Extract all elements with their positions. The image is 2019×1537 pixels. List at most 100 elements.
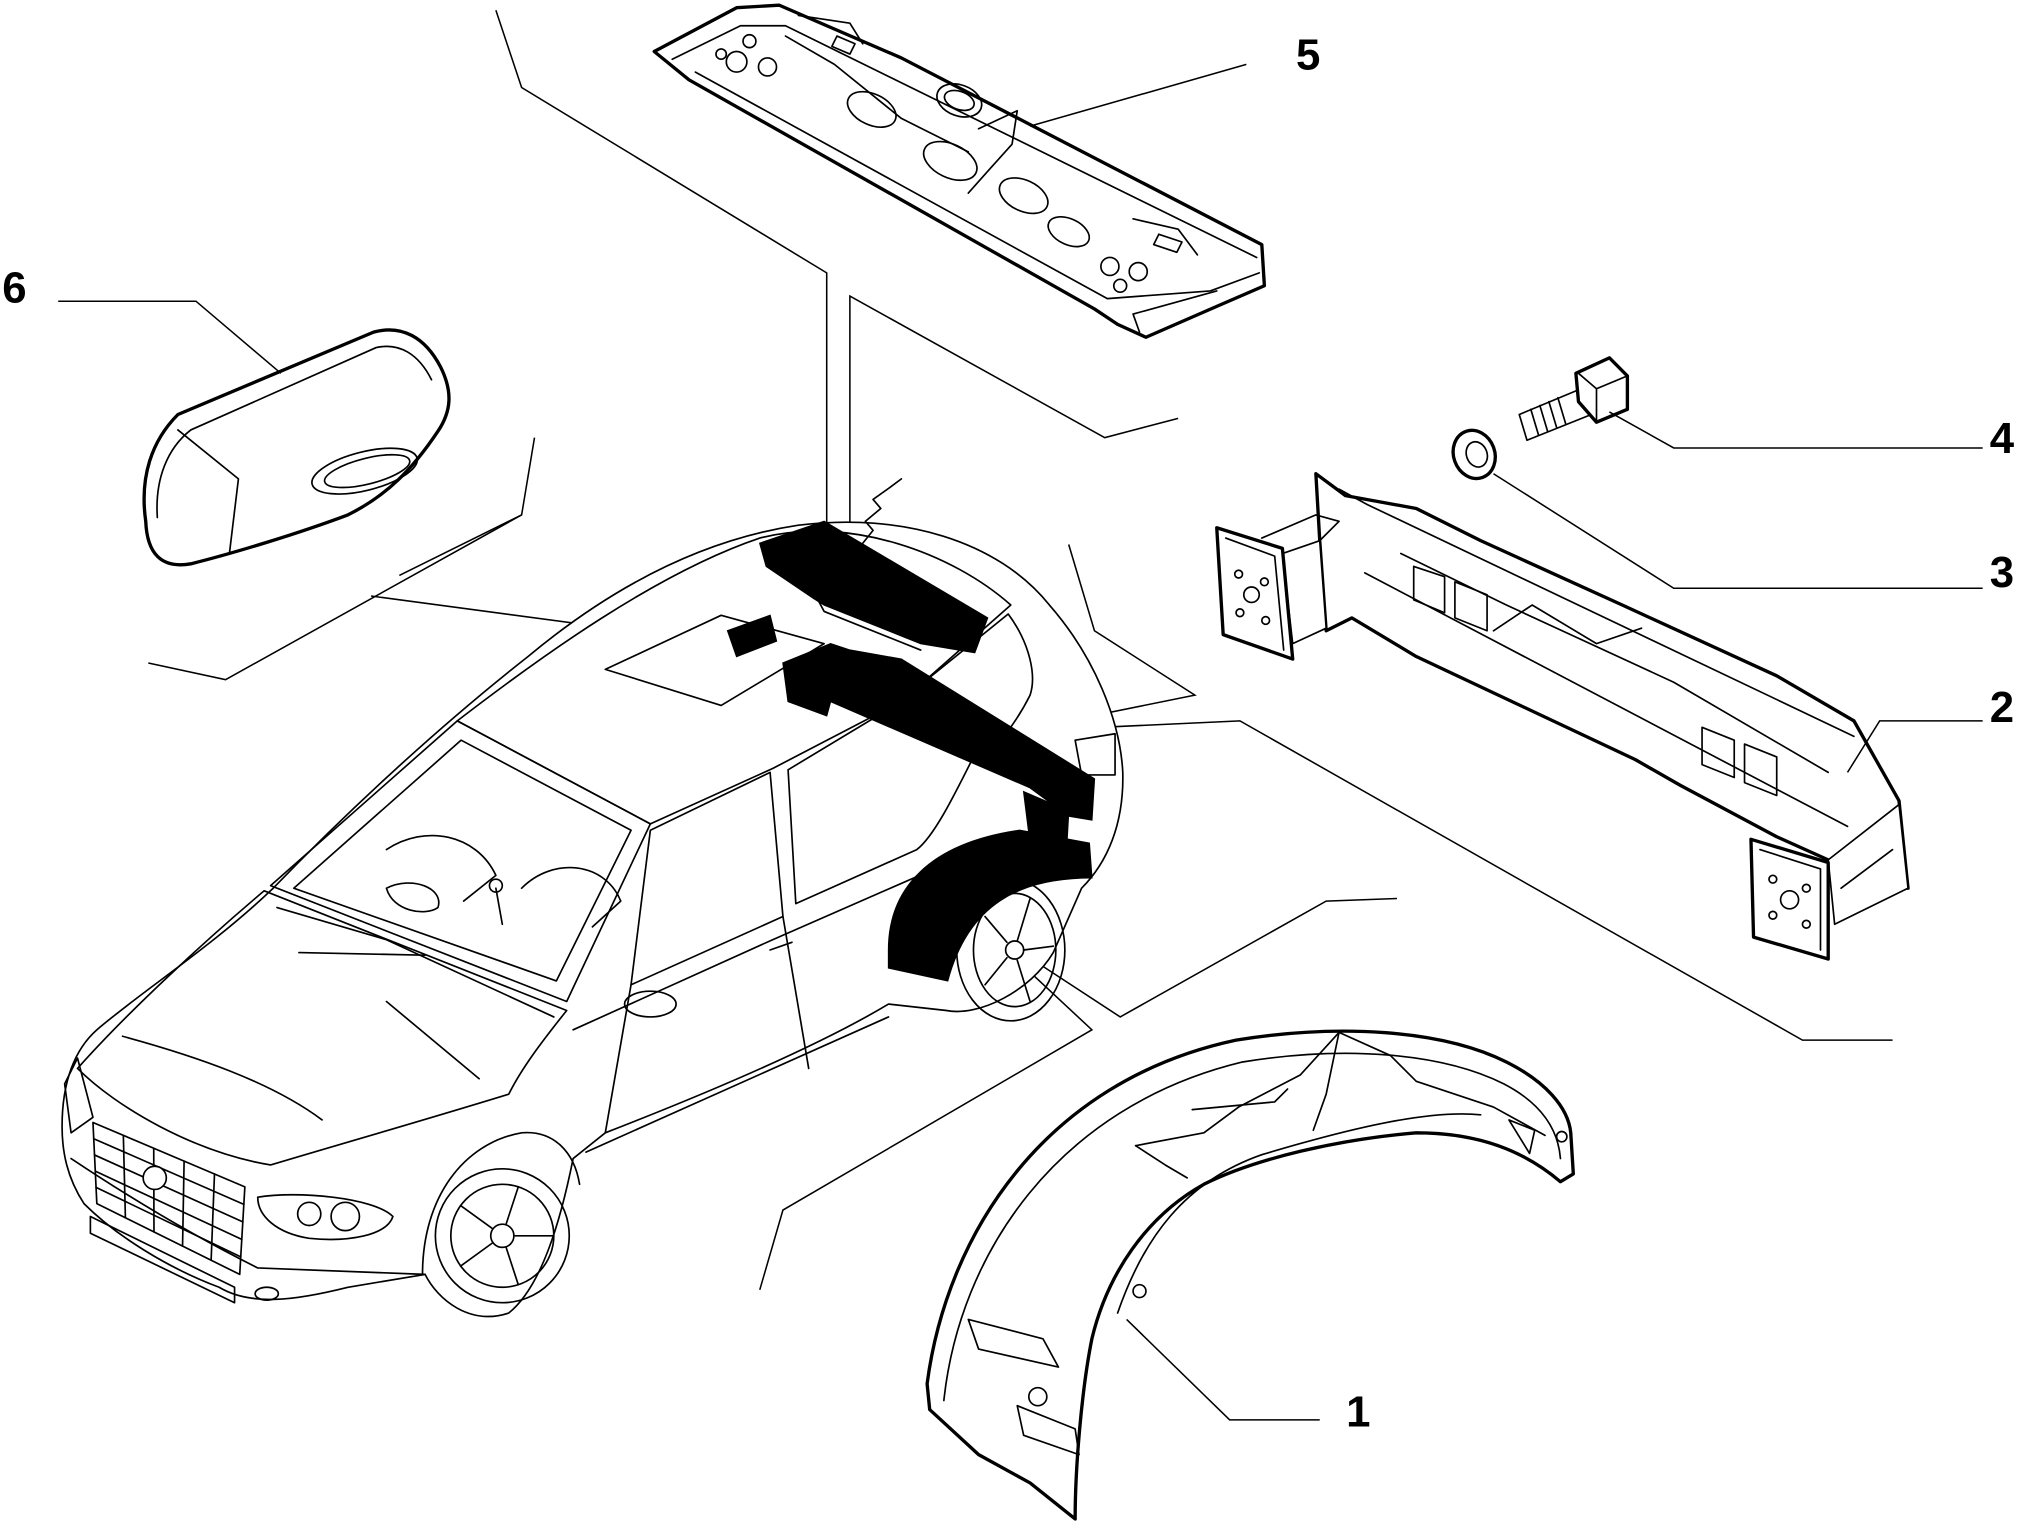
crossmember-hole [1701, 726, 1736, 779]
crossmember-left-plate-bolt-hole [1235, 608, 1245, 618]
wheel-arch-liner-hole [1027, 1386, 1048, 1407]
car-sill-line [585, 1016, 890, 1153]
car-tail-light [1074, 732, 1116, 776]
car-front-wheel-arch [421, 1131, 581, 1276]
cover-oval-recess [311, 447, 419, 495]
car-hood-crease [121, 1035, 323, 1121]
callout-label-2: 2 [1990, 683, 2014, 732]
rear-panel-oval-hole [936, 83, 983, 118]
car-badge-icon [142, 1165, 168, 1191]
callout-labels: 5 6 4 3 2 1 [2, 31, 2015, 1437]
wheel-arch-liner-rib [1312, 1031, 1340, 1132]
crossmember-left-plate [1215, 526, 1295, 661]
car-gear-stick [495, 887, 504, 926]
rear-panel-outline [652, 3, 1267, 339]
wheel-arch-liner-slot [1016, 1404, 1080, 1456]
car-belt-line [572, 848, 980, 1031]
highlight-cover [726, 614, 778, 658]
crossmember-left-plate-bolt-hole [1259, 577, 1270, 587]
car-antenna [861, 478, 903, 545]
crossmember-right-plate-bolt-hole [1801, 919, 1812, 929]
car-side-mirror [623, 990, 677, 1018]
rear-panel-hole [1112, 278, 1128, 294]
crossmember-right-plate-bolt-hole [1768, 874, 1778, 884]
rear-panel-hole [757, 57, 778, 77]
crossmember-lower-edge [1363, 571, 1849, 828]
car-wiper-right [385, 1000, 480, 1080]
crossmember-left-plate-bolt-hole [1233, 569, 1244, 579]
car-wiper-left [298, 951, 426, 956]
washer-hole [1465, 440, 1489, 468]
part-crossmember [1215, 472, 1910, 961]
crossmember-right-plate-bolt-hole [1768, 910, 1778, 920]
car-body-outline [61, 521, 1124, 1318]
rear-panel-oval-hole [922, 140, 978, 182]
crossmember-left-plate-inner [1224, 537, 1285, 651]
leader-line-1 [1126, 1318, 1320, 1421]
rear-panel-hole [742, 33, 757, 49]
highlight-rear-panel [758, 520, 989, 654]
rear-panel-rib-b [967, 109, 1019, 194]
cover-ridge [177, 429, 240, 555]
part-cover [142, 328, 451, 567]
wheel-arch-liner-hole [1555, 1130, 1568, 1143]
guide-line-wheel-arch-a [759, 923, 1094, 1291]
leader-line-4 [1608, 411, 1983, 449]
car-fog-lamp [254, 1286, 280, 1301]
wheel-arch-liner-hole [1132, 1283, 1147, 1299]
car-right-headlight [256, 1193, 394, 1241]
rear-panel-oval-hole [1047, 215, 1091, 248]
callout-label-1: 1 [1346, 1387, 1370, 1436]
rear-panel-hole [725, 50, 748, 73]
crossmember-right-plate-bolt-hole [1801, 883, 1812, 893]
rear-panel-slot [831, 35, 856, 55]
wheel-arch-liner-body [925, 1029, 1575, 1521]
car-seat-front-right [520, 866, 622, 928]
part-rear-panel [652, 3, 1267, 339]
crossmember-right-plate-inner [1759, 848, 1822, 951]
crossmember-right-tube-edge [1840, 848, 1894, 890]
part-wheel-arch-liner [925, 1029, 1575, 1521]
rear-panel-oval-hole [943, 89, 975, 112]
wheel-arch-liner-slot [967, 1318, 1060, 1368]
part-washer [1451, 428, 1497, 481]
leader-line-6 [58, 300, 282, 374]
rear-panel-oval-hole [846, 90, 897, 128]
leader-line-2 [1846, 720, 1983, 773]
rear-panel-top-edge [671, 24, 1258, 259]
wheel-arch-liner-notch [1508, 1119, 1536, 1155]
callout-label-6: 6 [2, 264, 26, 313]
crossmember-left-tube-top [1260, 514, 1340, 542]
washer-outer [1451, 428, 1497, 481]
highlight-rear-panel-edge [812, 591, 922, 651]
bolt-head-edges [1577, 372, 1629, 424]
guide-lines [148, 10, 1893, 1291]
car-headlight-lamp-outer [330, 1201, 361, 1232]
leader-line-3 [1493, 473, 1983, 590]
callout-label-3: 3 [1990, 548, 2014, 597]
car-windshield-inner [292, 739, 632, 982]
cover-oval-recess-inner [323, 453, 411, 489]
bolt-hex-head [1574, 356, 1630, 424]
crossmember-beam [1314, 472, 1910, 890]
car-headlight-lamp-inner [296, 1201, 322, 1227]
car-illustration [61, 478, 1124, 1318]
callout-leaders [58, 63, 1983, 1421]
car-hood [76, 889, 568, 1166]
wheel-arch-liner-rib [1134, 1088, 1289, 1179]
car-sunroof [604, 614, 825, 707]
crossmember-hole [1412, 565, 1446, 614]
car-roof [456, 530, 1012, 825]
rear-panel-rib-c [797, 14, 864, 45]
car-left-headlight [63, 1057, 94, 1134]
bolt-threads [1530, 396, 1567, 436]
car-front-door-handle [769, 941, 793, 951]
highlight-crossmember [782, 642, 1096, 821]
guide-line-rear-panel-a [495, 10, 828, 548]
rear-panel-rib-d [1132, 217, 1199, 256]
car-gear-knob [488, 878, 504, 893]
crossmember-right-tube [1827, 803, 1909, 926]
rear-panel-hole [1100, 256, 1120, 277]
highlight-wheel-arch [887, 829, 1093, 982]
